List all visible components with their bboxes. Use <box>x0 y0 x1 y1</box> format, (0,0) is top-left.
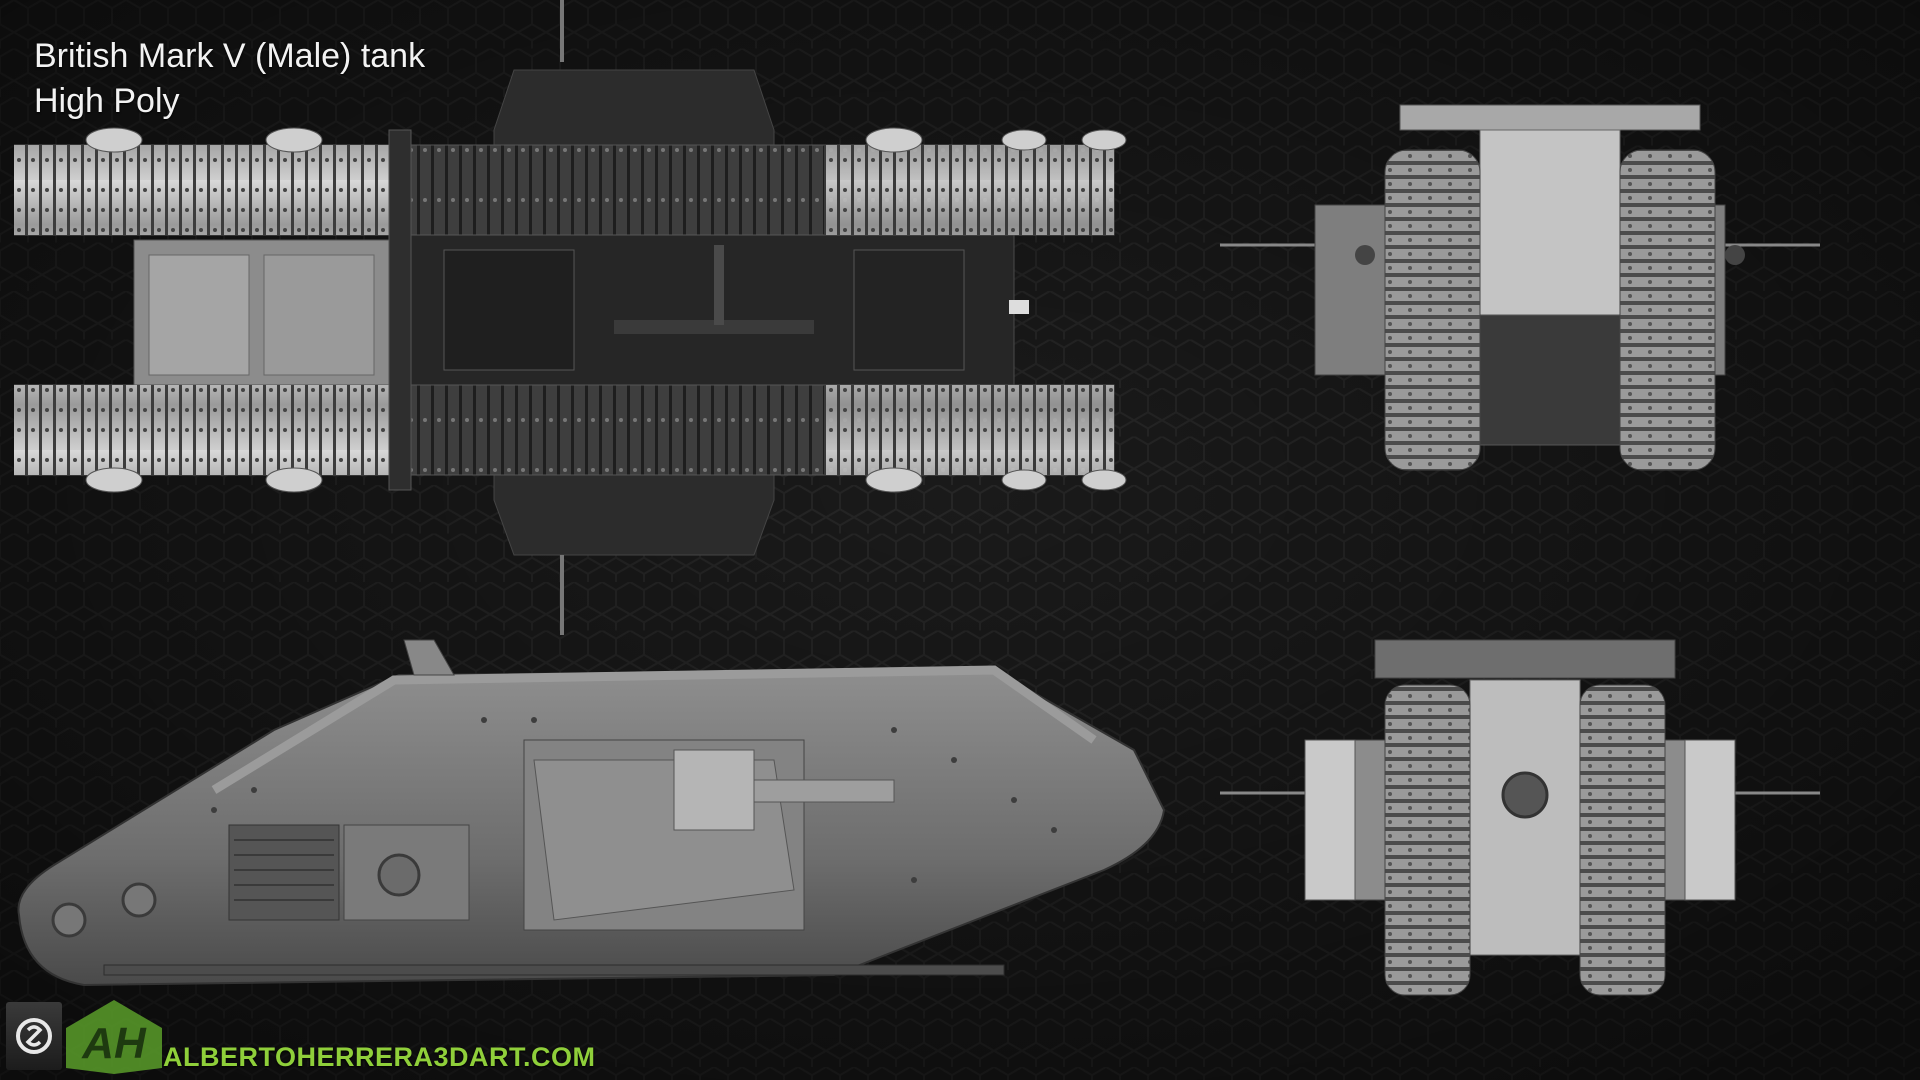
tank-rear-view <box>1220 639 1820 996</box>
website-link[interactable]: ALBERTOHERRERA3DART.COM <box>163 1042 596 1072</box>
title-line-2: High Poly <box>34 82 180 120</box>
title-block: British Mark V (Male) tank High Poly <box>34 34 425 124</box>
3ds-max-logo-icon <box>6 1002 62 1070</box>
tank-side-view <box>17 639 1166 987</box>
artist-logo: AH <box>64 998 164 1076</box>
artist-logo-text: AH <box>81 1019 147 1068</box>
tank-front-view <box>1220 104 1820 471</box>
tank-top-view <box>14 0 1127 635</box>
title-line-1: British Mark V (Male) tank <box>34 37 426 75</box>
